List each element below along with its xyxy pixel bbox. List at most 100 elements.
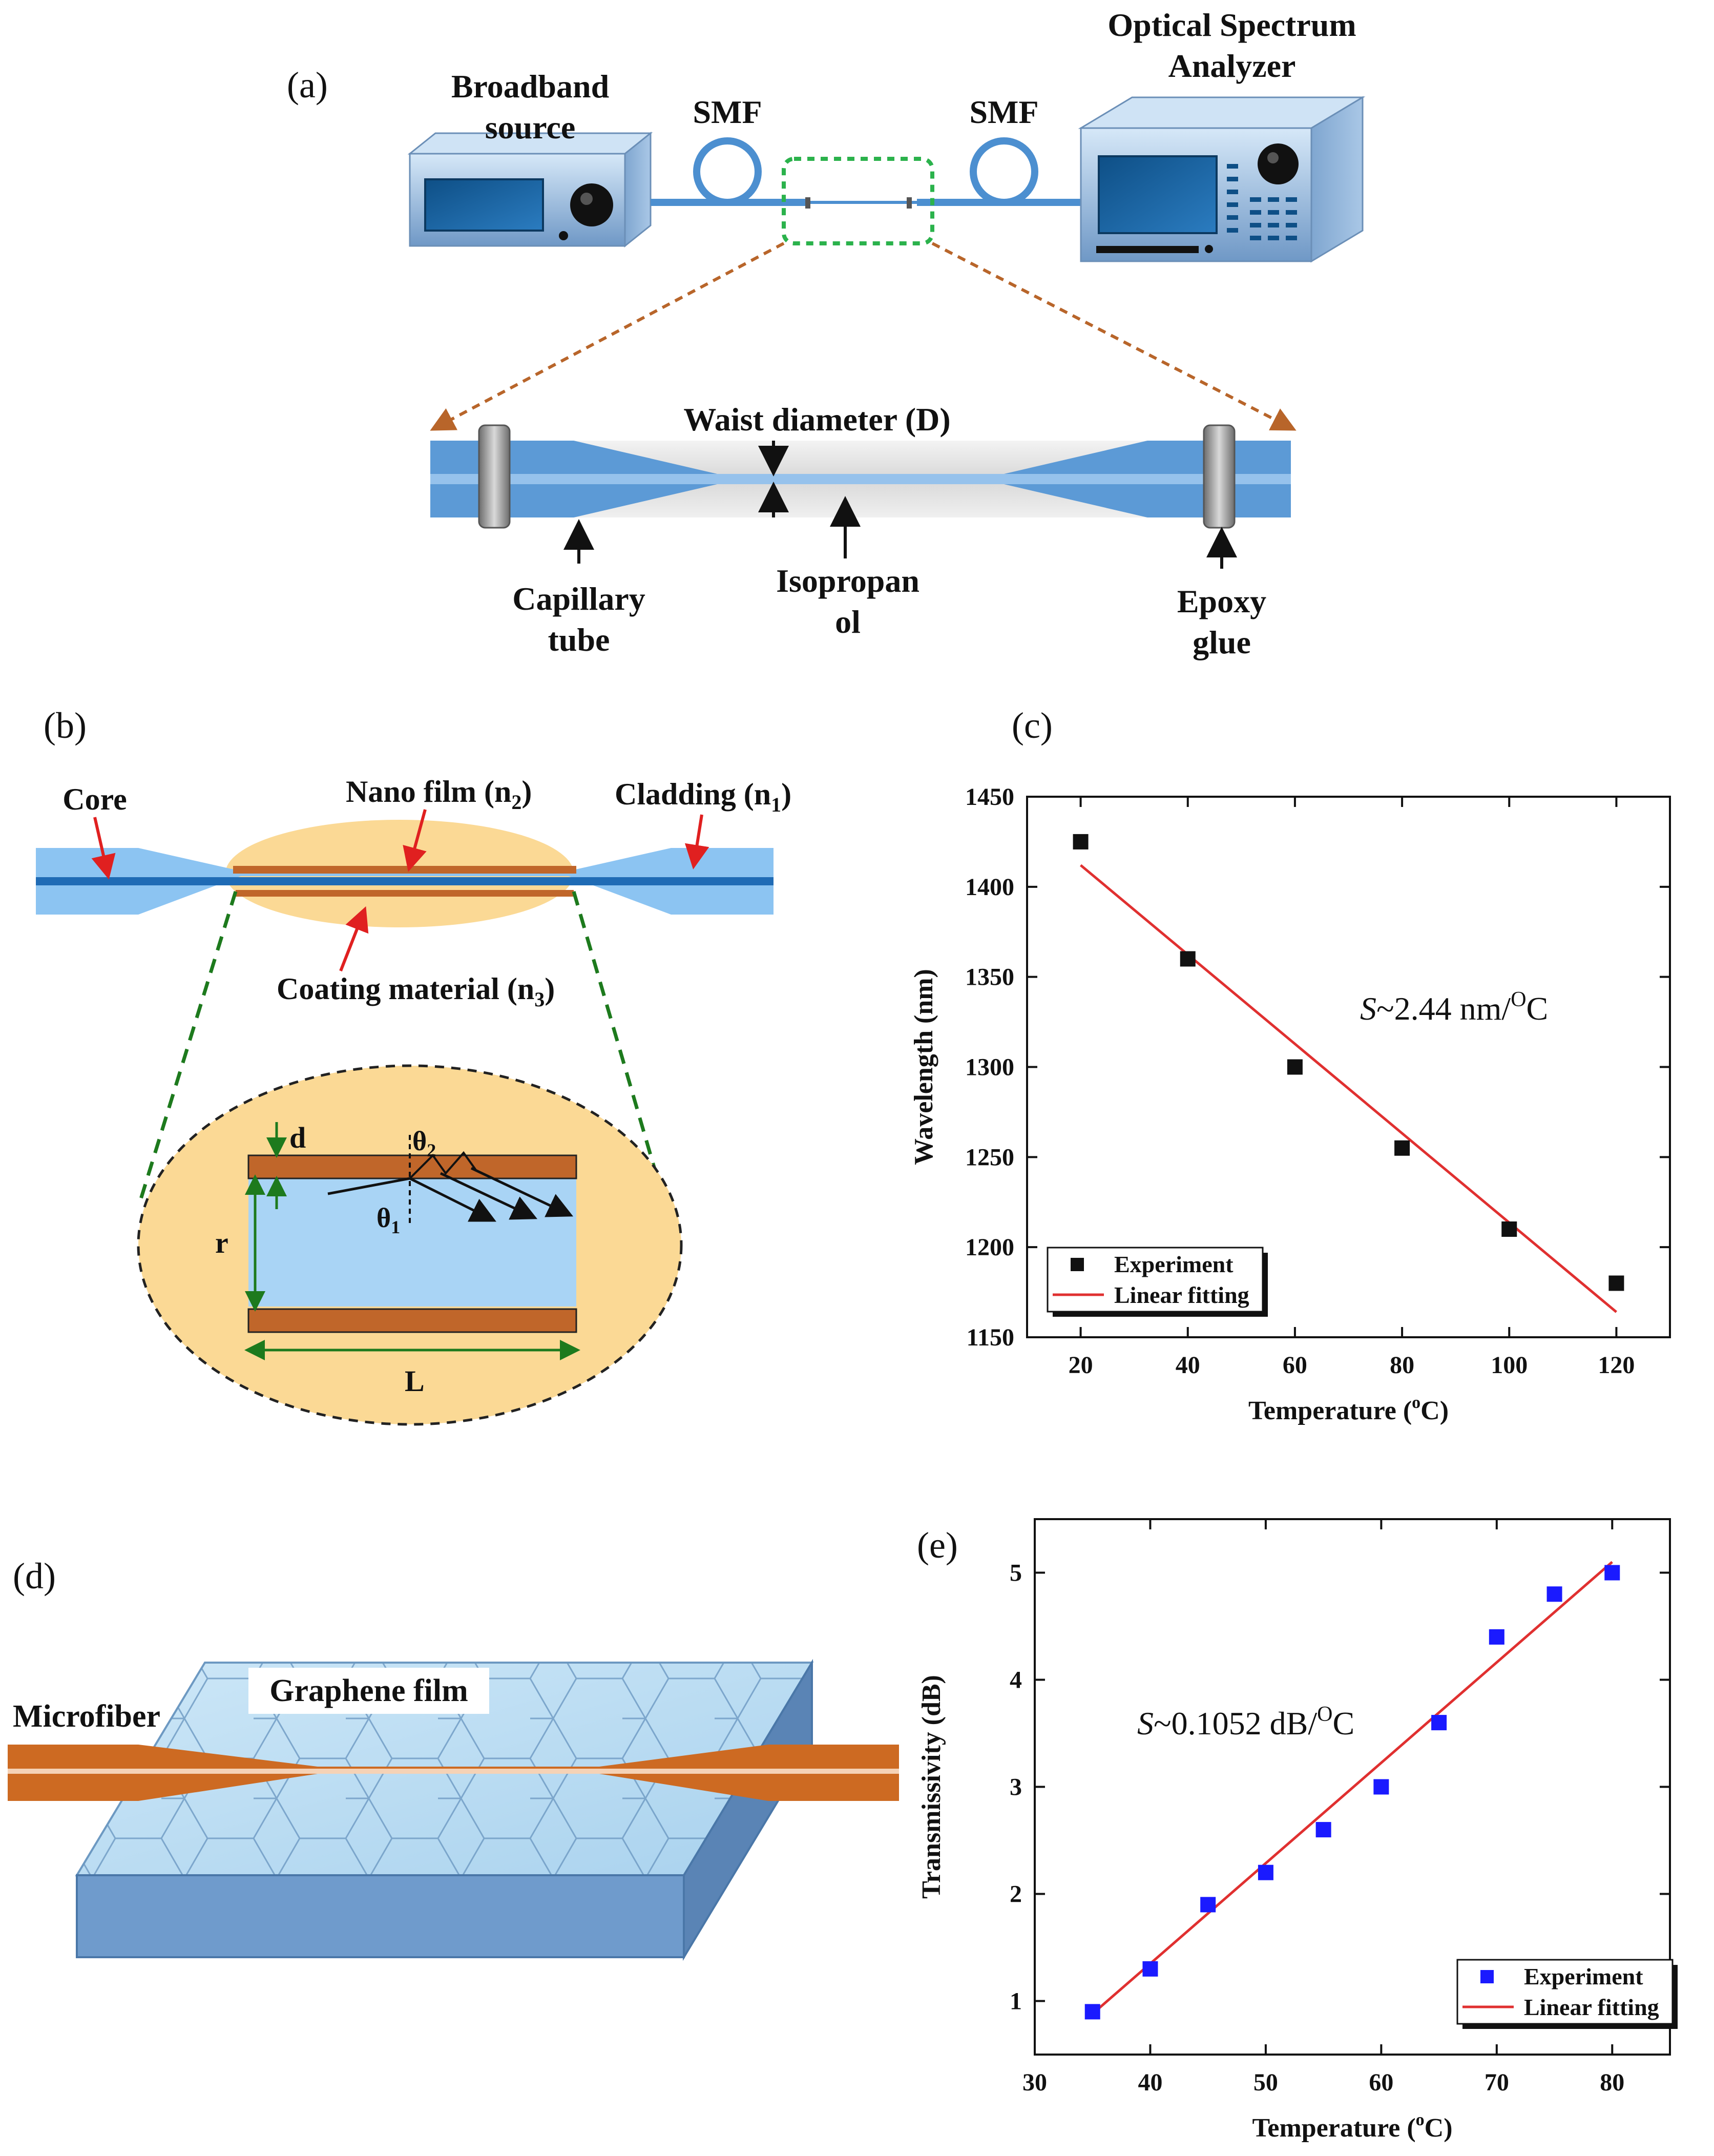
data-point bbox=[1084, 2004, 1100, 2020]
inset-film-bottom bbox=[247, 1308, 577, 1333]
smf-label-right: SMF bbox=[969, 94, 1038, 130]
osa-screen bbox=[1098, 155, 1218, 234]
y-tick-label: 1400 bbox=[965, 874, 1014, 901]
source-knob-icon bbox=[570, 183, 613, 226]
broadband-source-device bbox=[407, 131, 653, 248]
broadband-label-line1: Broadband bbox=[451, 68, 609, 105]
smf-fiber bbox=[651, 137, 1081, 206]
y-tick-label: 1150 bbox=[967, 1324, 1014, 1351]
smf-label-left: SMF bbox=[693, 94, 762, 130]
y-tick-label: 1200 bbox=[965, 1234, 1014, 1261]
osa-knob-icon bbox=[1258, 143, 1299, 184]
isopropanol-label-line1: Isopropan bbox=[776, 563, 919, 599]
isopropanol-label-line2: ol bbox=[835, 604, 861, 640]
epoxy-glue-right bbox=[1203, 424, 1236, 529]
capillary-label-line1: Capillary bbox=[512, 581, 645, 617]
data-point bbox=[1180, 951, 1196, 967]
epoxy-label-line2: glue bbox=[1193, 624, 1251, 660]
x-tick-label: 30 bbox=[1022, 2069, 1047, 2096]
x-tick-label: 60 bbox=[1283, 1352, 1307, 1379]
y-tick-label: 1250 bbox=[965, 1144, 1014, 1171]
waist-diameter-label: Waist diameter (D) bbox=[683, 401, 950, 438]
panel-b: (b) Core Nano film (n2) Cladding (n1) Co… bbox=[36, 705, 791, 1426]
data-point bbox=[1200, 1897, 1216, 1913]
core-label: Core bbox=[62, 782, 127, 816]
zoom-arrow-left bbox=[430, 242, 785, 431]
tapered-fiber-capillary bbox=[430, 424, 1291, 529]
theta1-label: θ1 bbox=[377, 1203, 400, 1237]
x-tick-label: 80 bbox=[1600, 2069, 1624, 2096]
linear-fit-line bbox=[1079, 864, 1618, 1313]
legend-label-experiment: Experiment bbox=[1524, 1963, 1643, 1989]
data-point bbox=[1546, 1586, 1562, 1602]
substrate-front bbox=[76, 1874, 685, 1958]
data-point bbox=[1604, 1565, 1620, 1581]
data-point bbox=[1373, 1779, 1389, 1795]
panel-d-label: (d) bbox=[13, 1556, 56, 1597]
y-tick-label: 1350 bbox=[965, 964, 1014, 991]
panel-a: (a) Broadband source SMF SMF bbox=[287, 7, 1366, 660]
thickness-d-label: d bbox=[289, 1121, 306, 1154]
theta2-label: θ2 bbox=[412, 1126, 436, 1160]
sensitivity-annotation: S~0.1052 dB/OC bbox=[1137, 1703, 1354, 1742]
cladding-label: Cladding (n1) bbox=[615, 777, 791, 816]
microfiber-label: Microfiber bbox=[13, 1699, 160, 1734]
graphene-label-box bbox=[248, 1668, 489, 1714]
legend-marker-experiment bbox=[1071, 1258, 1084, 1271]
data-point bbox=[1073, 834, 1089, 849]
data-point bbox=[1608, 1275, 1624, 1291]
sensitivity-annotation: S~2.44 nm/OC bbox=[1360, 988, 1548, 1027]
capillary-label-line2: tube bbox=[548, 621, 610, 658]
graphene-film-label: Graphene film bbox=[269, 1673, 468, 1708]
osa-device bbox=[1078, 96, 1366, 263]
y-axis-label: Wavelength (nm) bbox=[909, 969, 938, 1165]
x-tick-label: 40 bbox=[1176, 1352, 1200, 1379]
y-tick-label: 2 bbox=[1010, 1881, 1022, 1908]
y-tick-label: 4 bbox=[1010, 1667, 1022, 1694]
inset-cladding bbox=[248, 1173, 576, 1307]
panel-c-label: (c) bbox=[1012, 705, 1053, 746]
x-tick-label: 20 bbox=[1069, 1352, 1093, 1379]
fiber-core bbox=[36, 877, 774, 885]
data-point bbox=[1142, 1961, 1158, 1977]
legend-marker-experiment bbox=[1480, 1970, 1494, 1983]
panel-e-label: (e) bbox=[917, 1525, 958, 1566]
legend-label-experiment: Experiment bbox=[1114, 1251, 1234, 1277]
y-tick-label: 1450 bbox=[965, 783, 1014, 811]
osa-label-line2: Analyzer bbox=[1168, 48, 1296, 84]
x-tick-label: 50 bbox=[1253, 2069, 1278, 2096]
epoxy-label-line1: Epoxy bbox=[1177, 583, 1266, 619]
epoxy-glue-left bbox=[478, 424, 511, 529]
legend-label-fit: Linear fitting bbox=[1114, 1282, 1249, 1308]
osa-label-line1: Optical Spectrum bbox=[1107, 7, 1356, 43]
x-tick-label: 70 bbox=[1485, 2069, 1509, 2096]
length-L-label: L bbox=[405, 1364, 425, 1398]
data-point bbox=[1431, 1715, 1447, 1731]
source-screen bbox=[424, 178, 544, 232]
x-axis-label: Temperature (oC) bbox=[1252, 2110, 1452, 2143]
panel-b-label: (b) bbox=[44, 705, 87, 746]
coating-material-label: Coating material (n3) bbox=[277, 972, 555, 1011]
zoom-arrow-right bbox=[931, 242, 1297, 431]
x-tick-label: 40 bbox=[1138, 2069, 1162, 2096]
x-tick-label: 80 bbox=[1390, 1352, 1414, 1379]
x-tick-label: 60 bbox=[1369, 2069, 1393, 2096]
nano-film-label: Nano film (n2) bbox=[346, 775, 532, 814]
y-tick-label: 3 bbox=[1010, 1774, 1022, 1801]
panel-d: (d) Graphene film Microfiber bbox=[8, 1556, 899, 1961]
data-point bbox=[1315, 1822, 1331, 1838]
y-tick-label: 1300 bbox=[965, 1054, 1014, 1081]
data-point bbox=[1394, 1140, 1410, 1156]
panel-a-label: (a) bbox=[287, 65, 328, 106]
data-point bbox=[1501, 1221, 1517, 1237]
broadband-label-line2: source bbox=[485, 109, 576, 146]
x-axis-label: Temperature (oC) bbox=[1248, 1393, 1449, 1425]
zoom-box bbox=[782, 157, 934, 245]
legend-label-fit: Linear fitting bbox=[1524, 1994, 1659, 2020]
y-axis-label: Transmissivity (dB) bbox=[917, 1675, 946, 1899]
